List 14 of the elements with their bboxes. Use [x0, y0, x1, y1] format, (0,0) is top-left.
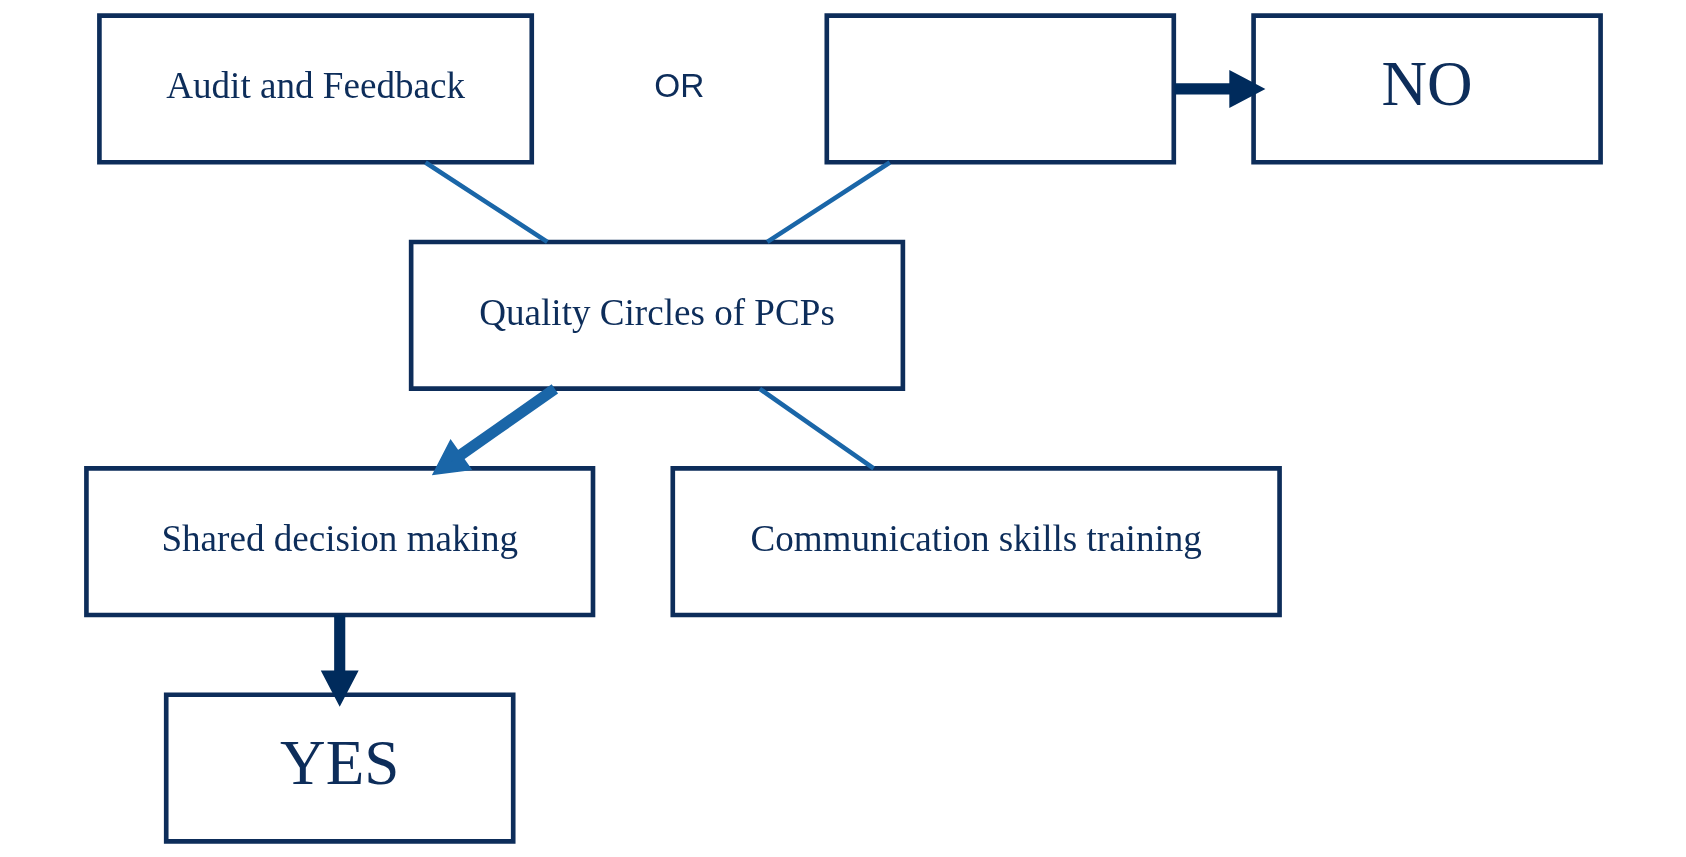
- node-box: Shared decision making: [83, 466, 595, 618]
- connector: [757, 386, 875, 471]
- arrow: [431, 384, 558, 476]
- node-box: [823, 13, 1176, 165]
- node-box: YES: [163, 692, 516, 844]
- node-box: Audit and Feedback: [96, 13, 534, 165]
- arrow: [320, 615, 359, 707]
- connector: [423, 160, 549, 244]
- node-box: NO: [1250, 13, 1603, 165]
- node-box: Quality Circles of PCPs: [408, 239, 905, 391]
- label: OR: [653, 67, 704, 105]
- arrow: [1174, 70, 1265, 108]
- connector: [765, 160, 891, 244]
- node-box: Communication skills training: [669, 466, 1282, 618]
